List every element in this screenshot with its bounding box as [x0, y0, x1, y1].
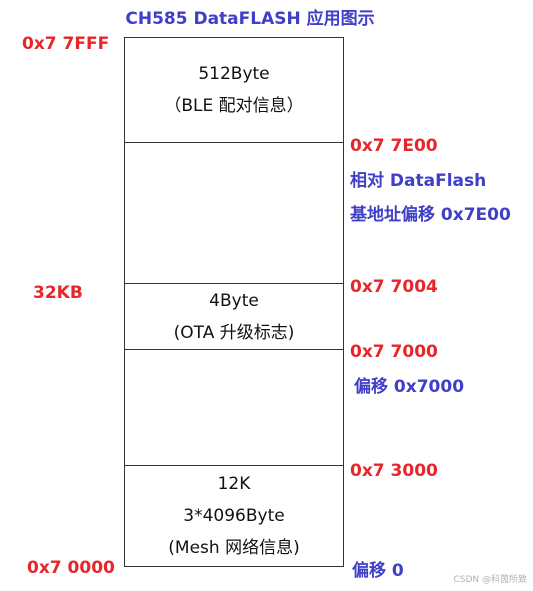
note-relative-dataflash: 相对 DataFlash [350, 171, 487, 191]
label-top-address: 0x7 7FFF [22, 34, 110, 54]
label-total-size: 32KB [33, 283, 83, 303]
note-offset-7e00: 基地址偏移 0x7E00 [350, 205, 511, 225]
address-3000: 0x7 3000 [350, 461, 438, 481]
block-mesh-info: 12K 3*4096Byte (Mesh 网络信息) [124, 465, 344, 567]
block-ble-size: 512Byte [198, 64, 270, 84]
address-7e00: 0x7 7E00 [350, 136, 438, 156]
block-mesh-size: 12K [217, 474, 251, 494]
block-ota-size: 4Byte [209, 290, 259, 311]
block-ota-desc: (OTA 升级标志) [173, 322, 295, 343]
block-empty-lower [124, 349, 344, 466]
label-bottom-address: 0x7 0000 [27, 558, 115, 578]
address-7004: 0x7 7004 [350, 277, 438, 297]
block-mesh-bytes: 3*4096Byte [183, 506, 285, 526]
diagram-title: CH585 DataFLASH 应用图示 [125, 9, 375, 29]
block-ble-pairing: 512Byte （BLE 配对信息） [124, 37, 344, 143]
note-offset-0: 偏移 0 [352, 561, 404, 581]
note-offset-7000: 偏移 0x7000 [354, 377, 465, 397]
block-ota-flag: 4Byte (OTA 升级标志) [124, 283, 344, 350]
block-mesh-desc: (Mesh 网络信息) [168, 538, 300, 558]
watermark-text: CSDN @科茵所致 [453, 575, 527, 585]
address-7000: 0x7 7000 [350, 342, 438, 362]
block-empty-upper [124, 142, 344, 284]
block-ble-desc: （BLE 配对信息） [164, 96, 304, 116]
